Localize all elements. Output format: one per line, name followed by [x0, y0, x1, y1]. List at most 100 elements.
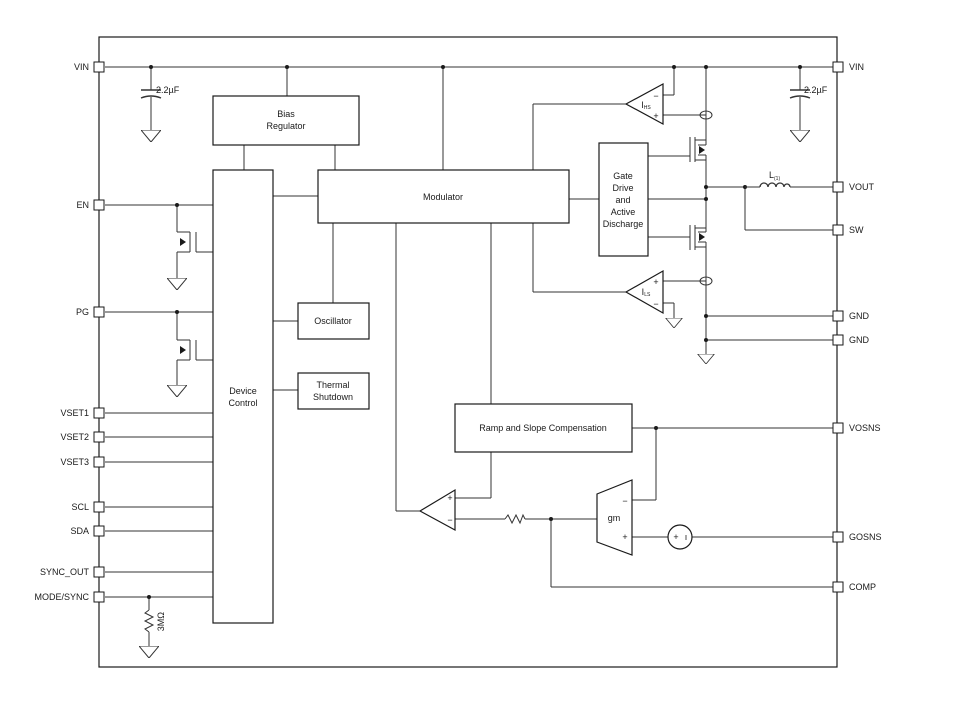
pin-label: GND — [849, 311, 870, 321]
svg-text:+: + — [622, 532, 627, 542]
hs-current-amp: − + IHS — [624, 82, 664, 126]
capacitor-right — [789, 89, 811, 99]
thermal-shutdown-block: Thermal Shutdown — [297, 372, 370, 410]
pin-label: VIN — [849, 62, 864, 72]
pin-label: VIN — [74, 62, 89, 72]
pin-sync_out: SYNC_OUT — [40, 566, 105, 578]
svg-text:ILS: ILS — [642, 287, 651, 298]
svg-text:Device: Device — [229, 386, 257, 396]
pin-label: VSET3 — [60, 457, 89, 467]
svg-text:gm: gm — [608, 513, 621, 523]
capacitor-left — [140, 89, 162, 99]
svg-text:Ramp and Slope Compensation: Ramp and Slope Compensation — [479, 423, 607, 433]
pin-vset2: VSET2 — [60, 431, 105, 443]
svg-text:−: − — [447, 515, 452, 525]
en-mosfet — [177, 232, 197, 253]
wires — [105, 66, 833, 646]
pin-label: SCL — [71, 502, 89, 512]
pin-comp: COMP — [832, 581, 876, 593]
svg-text:Gate: Gate — [613, 171, 633, 181]
comparator-resistor — [504, 513, 526, 525]
svg-text:+: + — [673, 532, 678, 542]
pin-pad — [93, 407, 105, 419]
pin-gosns: GOSNS — [832, 531, 882, 543]
pin-scl: SCL — [71, 501, 105, 513]
svg-text:Control: Control — [228, 398, 257, 408]
pin-pad — [93, 525, 105, 537]
svg-text:Drive: Drive — [612, 183, 633, 193]
svg-text:+: + — [653, 111, 658, 121]
pg-mosfet — [177, 340, 197, 361]
svg-text:Oscillator: Oscillator — [314, 316, 352, 326]
ic-boundary — [98, 36, 838, 668]
svg-text:IHS: IHS — [641, 100, 651, 111]
pin-pad — [93, 566, 105, 578]
pin-label: VSET1 — [60, 408, 89, 418]
ls-sense-loop — [699, 276, 713, 286]
pin-gnd2: GND — [832, 334, 870, 346]
cap-right-label: 2.2µF — [804, 85, 828, 95]
gm-amplifier: gm − + — [596, 479, 633, 556]
ls-mosfet-arrow — [699, 233, 705, 241]
pin-pad — [832, 334, 844, 346]
pin-label: GND — [849, 335, 870, 345]
inductor-label: L(1) — [769, 170, 780, 182]
svg-text:Bias: Bias — [277, 109, 295, 119]
svg-text:Discharge: Discharge — [603, 219, 644, 229]
pin-label: SYNC_OUT — [40, 567, 90, 577]
svg-text:+: + — [653, 277, 658, 287]
pin-label: EN — [76, 200, 89, 210]
pin-gnd1: GND — [832, 310, 870, 322]
svg-text:Modulator: Modulator — [423, 192, 463, 202]
mode-sync-resistor — [143, 609, 155, 633]
modulator-block: Modulator — [317, 169, 570, 224]
hs-mosfet-arrow — [699, 146, 705, 154]
cap-left-label: 2.2µF — [156, 85, 180, 95]
pin-en: EN — [76, 199, 105, 211]
pin-pg: PG — [76, 306, 105, 318]
pin-vin_r: VIN — [832, 61, 864, 73]
pin-vset1: VSET1 — [60, 407, 105, 419]
pin-pad — [93, 591, 105, 603]
pin-pad — [832, 181, 844, 193]
pin-label: MODE/SYNC — [34, 592, 89, 602]
svg-text:Thermal: Thermal — [316, 380, 349, 390]
pin-pad — [93, 306, 105, 318]
pin-pad — [832, 224, 844, 236]
pin-pad — [832, 422, 844, 434]
junction-dots — [147, 65, 802, 599]
pin-vset3: VSET3 — [60, 456, 105, 468]
pin-sda: SDA — [70, 525, 105, 537]
pin-mode_sync: MODE/SYNC — [34, 591, 105, 603]
pin-label: VOSNS — [849, 423, 881, 433]
pin-pad — [832, 531, 844, 543]
svg-text:Active: Active — [611, 207, 636, 217]
svg-text:Shutdown: Shutdown — [313, 392, 353, 402]
pin-vout: VOUT — [832, 181, 875, 193]
pin-pad — [93, 456, 105, 468]
svg-text:and: and — [615, 195, 630, 205]
device-control-block: Device Control — [212, 169, 274, 624]
bias-regulator-block: Bias Regulator — [212, 95, 360, 146]
svg-text:−: − — [653, 299, 658, 309]
pin-label: VOUT — [849, 182, 875, 192]
svg-text:ı: ı — [685, 532, 688, 542]
pin-pad — [93, 431, 105, 443]
pin-pad — [93, 61, 105, 73]
mode-sync-resistor-label: 3MΩ — [156, 612, 166, 632]
pin-label: VSET2 — [60, 432, 89, 442]
hs-sense-loop — [699, 110, 713, 120]
pin-sw: SW — [832, 224, 864, 236]
pin-label: SDA — [70, 526, 89, 536]
pin-label: COMP — [849, 582, 876, 592]
svg-text:+: + — [447, 493, 452, 503]
pin-vin_l: VIN — [74, 61, 105, 73]
pwm-comparator: + − — [418, 488, 456, 532]
ramp-slope-block: Ramp and Slope Compensation — [454, 403, 633, 453]
pin-pad — [832, 310, 844, 322]
pin-label: GOSNS — [849, 532, 882, 542]
pin-pad — [832, 61, 844, 73]
svg-text:−: − — [653, 91, 658, 101]
